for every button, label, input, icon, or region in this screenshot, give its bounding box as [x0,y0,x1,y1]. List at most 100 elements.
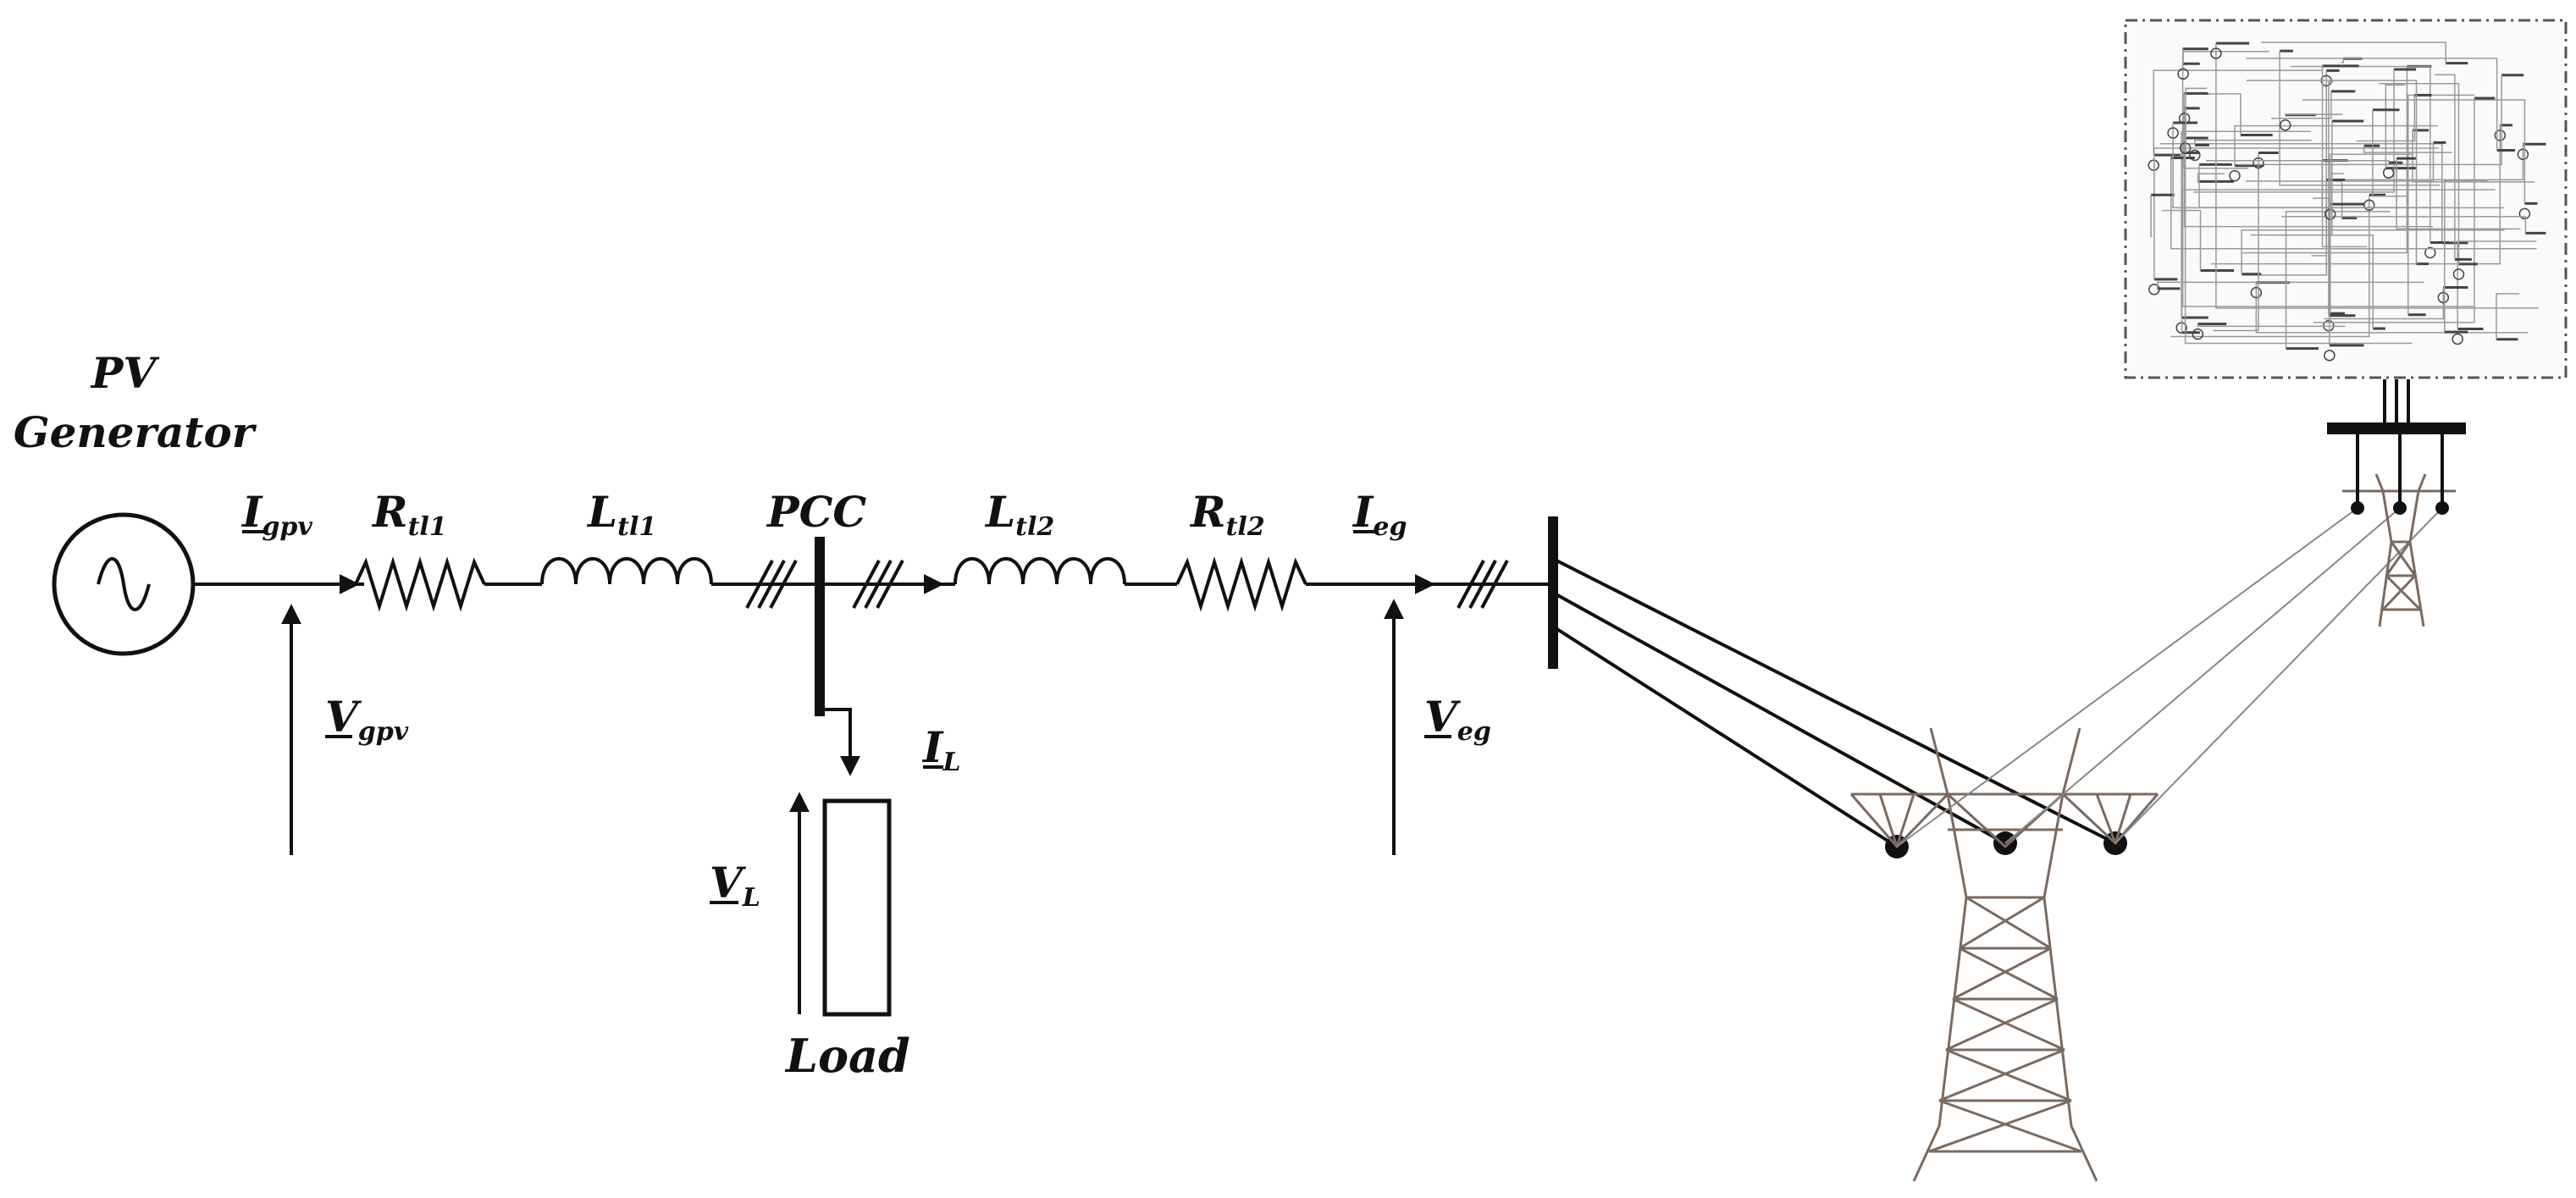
grid-generator-mark [2279,119,2291,131]
grid-branch-mark [2215,43,2539,309]
grid-branch-mark [2284,113,2343,115]
grid-branch-mark [2281,216,2527,234]
r-tl2-label: Rtl2 [1189,487,1265,542]
load-block [822,798,892,1017]
grid-branch-mark [2153,147,2439,279]
grid-generator-mark [2177,68,2189,80]
inductor-ltl2 [954,557,1126,585]
grid-branch-mark [2444,179,2488,333]
grid-branch-mark [2184,137,2413,345]
grid-branch-mark [2194,139,2312,146]
grid-branch-mark [2344,144,2524,181]
grid-generator-mark [2518,207,2531,220]
grid-generator-mark [2494,130,2507,141]
grid-branch-mark [2156,281,2424,289]
overhead-line [2114,507,2443,844]
grid-generator-mark [2253,157,2264,169]
grid-branch-mark [2183,108,2434,228]
grid-generator-mark [2250,286,2263,299]
grid-branch-mark [2197,323,2346,328]
load-label: Load [784,1029,910,1083]
three-phase-hatch [852,560,904,609]
grid-branch-mark [2206,160,2390,163]
grid-generator-mark [2167,127,2179,139]
grid-generator-mark [2189,149,2201,162]
grid-branch-mark [2313,98,2475,323]
grid-branch-mark [2246,80,2418,264]
grid-branch-mark [2313,197,2330,345]
grid-generator-mark [2437,291,2450,304]
grid-branch-mark [2234,124,2439,166]
grid-generator-mark [2192,328,2204,340]
grid-branch-mark [2285,211,2391,349]
r-tl1-label: Rtl1 [371,487,447,542]
grid-branch-mark [2237,75,2502,166]
grid-branch-mark [2242,66,2408,254]
grid-network-sketch [2148,41,2546,362]
grid-generator-mark [2324,350,2336,362]
grid-branch-mark [2407,94,2475,315]
grid-generator-mark [2424,246,2436,259]
three-phase-hatch [745,560,798,609]
overhead-line [1896,507,2358,847]
v-l-label: VL [710,858,760,913]
grid-generator-mark [2382,167,2395,179]
grid-branch-mark [2302,99,2526,204]
grid-branch-mark [2379,83,2460,264]
i-l-label: IL [921,722,960,777]
generator-label-line1: PV [90,348,161,398]
grid-branch-mark [2496,293,2520,340]
overhead-line [2004,507,2401,844]
grid-generator-mark [2517,148,2529,160]
resistor-rtl2 [1175,556,1307,612]
grid-branch-mark [2211,124,2501,265]
grid-branch-mark [2457,240,2537,329]
grid-branch-mark [2271,91,2332,119]
grid-branch-mark [2170,195,2370,338]
grid-generator-mark [2210,47,2222,59]
pcc-label: PCC [766,487,866,537]
grid-branch-mark [2213,152,2259,332]
grid-branch-mark [2250,120,2333,236]
grid-generator-mark [2452,268,2465,280]
grid-branch-mark [2434,74,2456,260]
grid-branch-mark [2172,123,2358,209]
l-tl2-label: Ltl2 [984,487,1054,542]
i-eg-label: Ieg [1352,487,1407,542]
v-gpv-label: Vgpv [325,692,409,747]
inductor-ltl1 [540,557,713,585]
v-eg-label: Veg [1424,692,1491,747]
three-phase-hatch [1457,560,1509,609]
grid-branch-mark [2344,142,2435,182]
generator-label-line2: Generator [14,407,257,457]
l-tl1-label: Ltl1 [586,487,656,542]
conductor-phase-c [1551,625,1899,848]
grid-branch-mark [2356,95,2416,142]
grid-generator-mark [2229,169,2241,182]
i-l-arrow [820,708,860,776]
transmission-tower-icon [1849,727,2159,1182]
grid-branch-mark [2181,48,2475,307]
i-gpv-label: Igpv [240,487,312,542]
grid-branch-mark [2261,41,2447,63]
grid-branch-mark [2328,80,2334,316]
grid-branch-mark [2153,69,2323,156]
grid-branch-mark [2255,282,2529,334]
grid-branch-mark [2341,58,2344,63]
conductor-phase-a [1552,557,2116,845]
grid-branch-mark [2246,58,2498,151]
grid-branch-mark [2185,87,2208,153]
grid-generator-mark [2452,333,2463,345]
conductor-phase-b [1552,591,2006,845]
grid-branch-mark [2330,173,2345,314]
grid-branch-mark [2279,51,2441,186]
ac-source-icon [52,512,196,656]
grid-branch-mark [2162,209,2202,271]
grid-branch-mark [2182,51,2269,64]
grid-branch-mark [2321,65,2368,248]
grid-branch-mark [2150,195,2153,238]
grid-branch-mark [2181,189,2496,333]
grid-branch-mark [2396,158,2521,230]
grid-branch-mark [2324,287,2445,320]
